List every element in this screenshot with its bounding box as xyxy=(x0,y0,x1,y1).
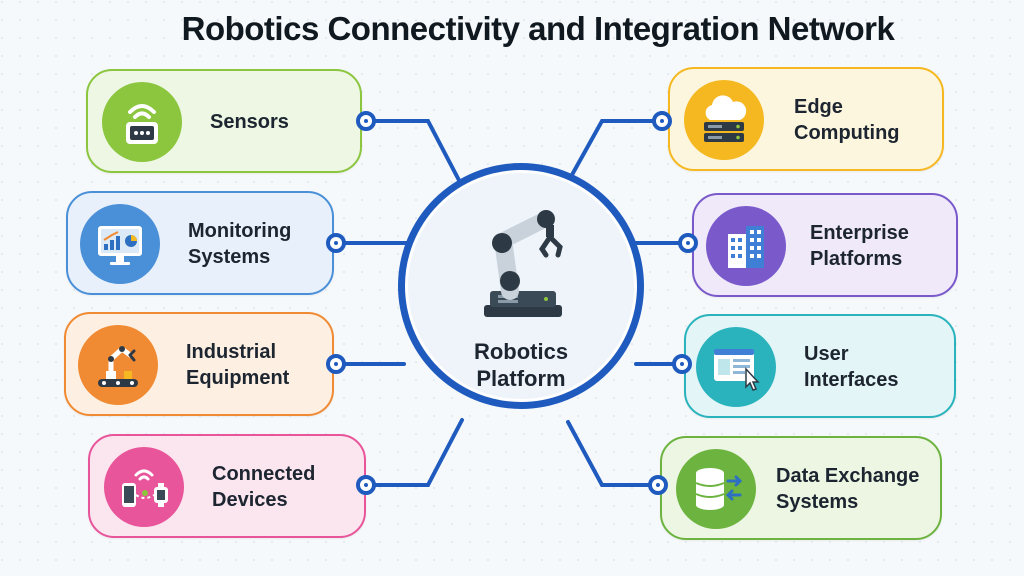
page-title: Robotics Connectivity and Integration Ne… xyxy=(181,10,895,47)
node-data-exchange-systems[interactable]: Data Exchange Systems xyxy=(660,436,942,540)
node-sensors-label: Sensors xyxy=(210,111,289,133)
node-monitoring-label: Monitoring Systems xyxy=(188,220,292,268)
node-connected-devices[interactable]: Connected Devices xyxy=(88,434,366,538)
port-enterprise xyxy=(678,233,698,253)
robotics-platform-hub[interactable]: Robotics Platform xyxy=(398,163,644,409)
database-exchange-icon xyxy=(676,449,756,529)
port-data-exchange xyxy=(648,475,668,495)
node-sensors[interactable]: Sensors xyxy=(86,69,362,173)
port-sensors xyxy=(356,111,376,131)
port-ui xyxy=(672,354,692,374)
node-industrial-label: Industrial Equipment xyxy=(186,341,290,389)
monitor-chart-icon xyxy=(80,204,160,284)
port-industrial xyxy=(326,354,346,374)
node-enterprise-platforms[interactable]: Enterprise Platforms xyxy=(692,193,958,297)
port-monitoring xyxy=(326,233,346,253)
hub-inner: Robotics Platform xyxy=(405,170,637,402)
node-ui-label: User Interfaces xyxy=(804,343,899,391)
hub-label: Robotics Platform xyxy=(473,339,569,391)
node-monitoring-systems[interactable]: Monitoring Systems xyxy=(66,191,334,295)
wireless-sensor-icon xyxy=(102,82,182,162)
office-building-icon xyxy=(706,206,786,286)
node-industrial-equipment[interactable]: Industrial Equipment xyxy=(64,312,334,416)
node-edge-label: Edge Computing xyxy=(794,96,900,144)
browser-cursor-icon xyxy=(696,327,776,407)
connected-devices-icon xyxy=(104,447,184,527)
cloud-server-icon xyxy=(684,80,764,160)
port-connected xyxy=(356,475,376,495)
industrial-robot-icon xyxy=(78,325,158,405)
port-edge xyxy=(652,111,672,131)
node-connected-label: Connected Devices xyxy=(212,463,316,511)
robotic-arm-icon xyxy=(484,210,563,317)
node-user-interfaces[interactable]: User Interfaces xyxy=(684,314,956,418)
node-enterprise-label: Enterprise Platforms xyxy=(810,222,909,270)
node-data-exchange-label: Data Exchange Systems xyxy=(776,465,920,513)
node-edge-computing[interactable]: Edge Computing xyxy=(668,67,944,171)
